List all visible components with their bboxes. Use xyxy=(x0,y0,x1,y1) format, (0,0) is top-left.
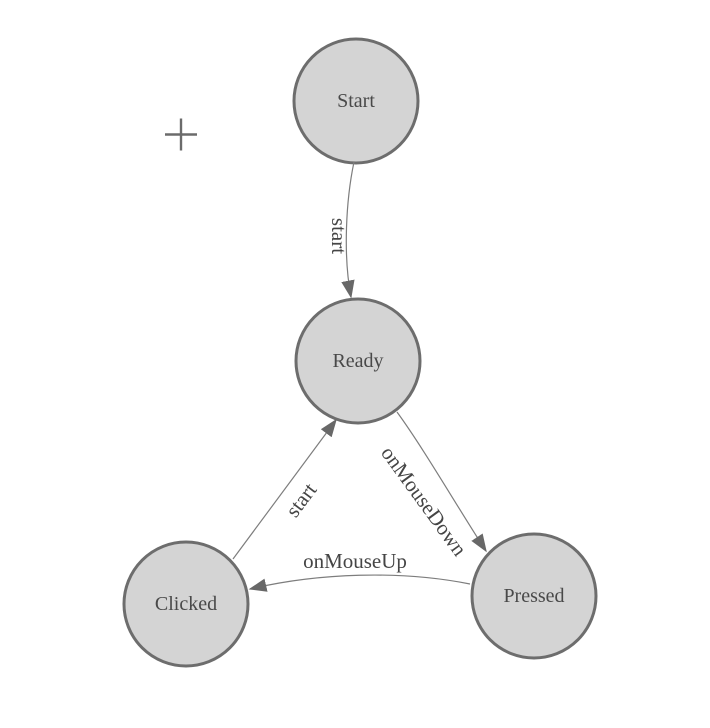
node-clicked: Clicked xyxy=(122,540,250,668)
edge-clicked-to-ready-path[interactable] xyxy=(232,418,337,560)
edge-pressed-to-clicked-label: onMouseUp xyxy=(303,549,407,573)
node-ready-circle[interactable] xyxy=(294,297,422,425)
edge-ready-to-pressed-path[interactable] xyxy=(396,411,487,553)
node-start-circle[interactable] xyxy=(292,37,420,165)
node-ready: Ready xyxy=(294,297,422,425)
origin-crosshair-icon xyxy=(165,118,197,151)
edge-start-to-ready-path[interactable] xyxy=(341,161,355,299)
node-clicked-label: Clicked xyxy=(155,593,217,615)
edge-start-to-ready-label: start xyxy=(327,218,351,254)
node-ready-label: Ready xyxy=(332,350,383,372)
edge-pressed-to-clicked: onMouseUp xyxy=(248,549,471,592)
node-start: Start xyxy=(292,37,420,165)
edge-pressed-to-clicked-path[interactable] xyxy=(248,574,471,592)
node-clicked-circle[interactable] xyxy=(122,540,250,668)
edge-start-to-ready: start xyxy=(327,161,355,299)
node-pressed-label: Pressed xyxy=(503,585,564,607)
node-pressed-circle[interactable] xyxy=(470,532,598,660)
node-start-label: Start xyxy=(337,90,375,112)
node-pressed: Pressed xyxy=(470,532,598,660)
